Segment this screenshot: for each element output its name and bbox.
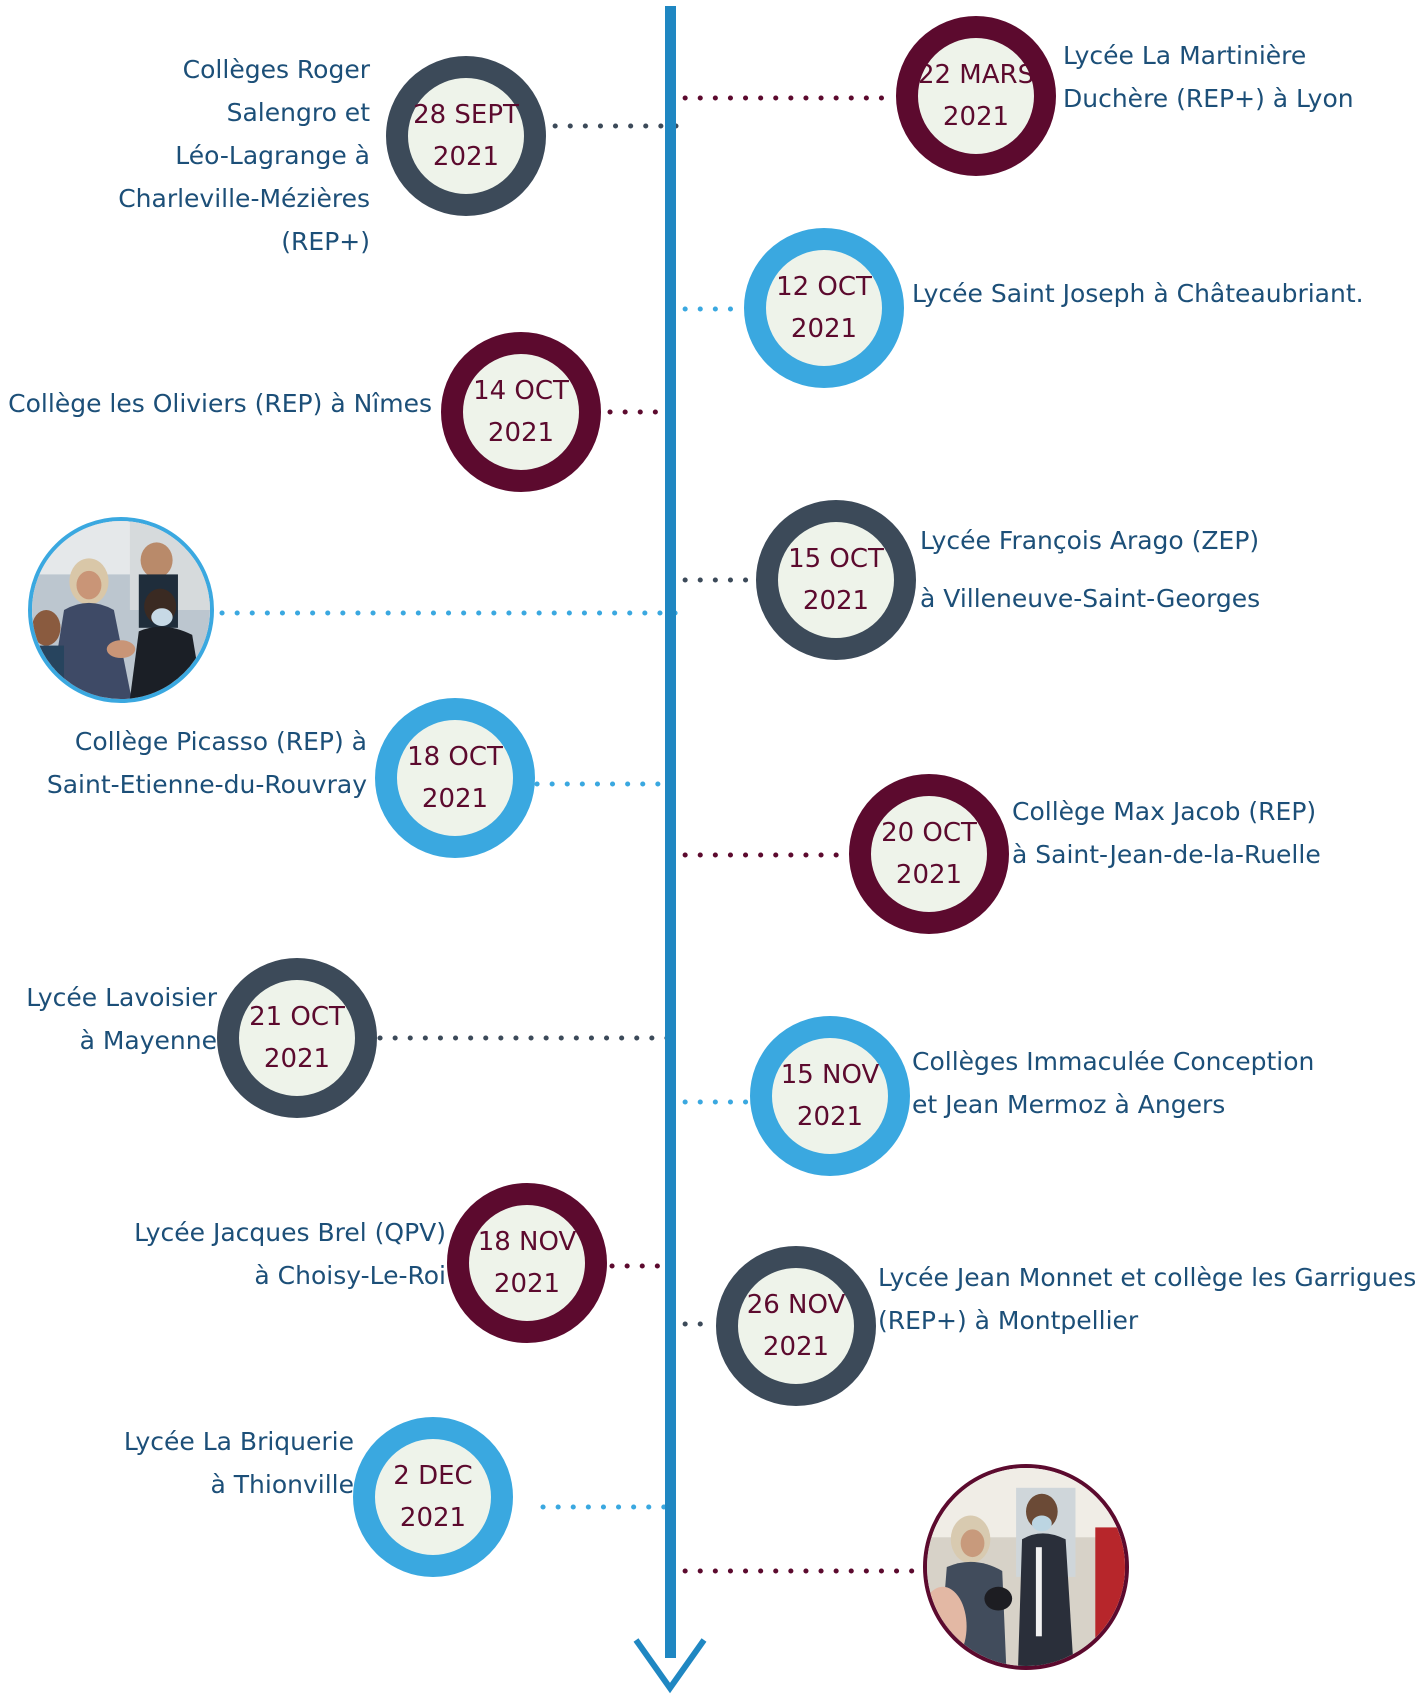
event-label-line: Collèges Roger [182, 55, 370, 84]
event-date: 18 NOV [477, 1227, 577, 1257]
event-label-line: Collèges Immaculée Conception [912, 1047, 1315, 1076]
event-label-line: Duchère (REP+) à Lyon [1063, 84, 1354, 113]
event-label-line: Collège Max Jacob (REP) [1012, 797, 1317, 826]
date-circle-ruelle: 20 OCT 2021 [849, 774, 1009, 934]
event-label-rouvray: Collège Picasso (REP) à Saint-Etienne-du-… [47, 720, 367, 806]
event-year: 2021 [790, 314, 858, 344]
event-date: 20 OCT [881, 818, 977, 848]
event-label-chateaubriant: Lycée Saint Joseph à Châteaubriant. [912, 272, 1364, 315]
event-year: 2021 [432, 142, 500, 172]
event-label-choisy: Lycée Jacques Brel (QPV) à Choisy-Le-Roi [134, 1211, 446, 1297]
event-year: 2021 [421, 784, 489, 814]
event-photo [28, 517, 214, 703]
timeline-axis [665, 6, 676, 1658]
date-circle-chateaubriant: 12 OCT 2021 [744, 228, 904, 388]
event-year: 2021 [399, 1503, 467, 1533]
event-date: 28 SEPT [413, 100, 519, 130]
timeline-arrow-head [633, 1638, 707, 1694]
event-year: 2021 [796, 1102, 864, 1132]
event-label-line: (REP+) [281, 227, 370, 256]
date-circle-montpellier: 26 NOV 2021 [716, 1246, 876, 1406]
event-label-angers: Collèges Immaculée Conception et Jean Mer… [912, 1040, 1314, 1126]
event-label-line: Lycée La Martinière [1063, 41, 1307, 70]
event-label-mayenne: Lycée Lavoisier à Mayenne [26, 976, 217, 1062]
connector-lines [219, 95, 923, 1574]
event-year: 2021 [762, 1332, 830, 1362]
event-year: 2021 [493, 1269, 561, 1299]
date-circle-choisy: 18 NOV 2021 [447, 1183, 607, 1343]
event-label-ruelle: Collège Max Jacob (REP) à Saint-Jean-de-l… [1012, 790, 1321, 876]
event-label-line: Lycée Lavoisier [26, 983, 217, 1012]
event-label-line: Lycée François Arago (ZEP) [920, 526, 1260, 555]
event-date: 18 OCT [407, 742, 503, 772]
event-year: 2021 [263, 1044, 331, 1074]
event-year: 2021 [487, 418, 555, 448]
event-label-line: Salengro et [226, 98, 370, 127]
event-label-line: Collège les Oliviers (REP) à Nîmes [8, 389, 432, 418]
date-circle-mayenne: 21 OCT 2021 [217, 958, 377, 1118]
date-circle-nimes: 14 OCT 2021 [441, 332, 601, 492]
event-date: 22 MARS [917, 60, 1035, 90]
event-label-line: Lycée Jean Monnet et collège les Garrigu… [878, 1263, 1417, 1292]
event-label-nimes: Collège les Oliviers (REP) à Nîmes [8, 382, 432, 425]
event-label-line: à Villeneuve-Saint-Georges [920, 584, 1261, 613]
event-date: 15 NOV [780, 1060, 880, 1090]
date-circle-charleville: 28 SEPT 2021 [386, 56, 546, 216]
date-circle-angers: 15 NOV 2021 [750, 1016, 910, 1176]
date-circle-thionville: 2 DEC 2021 [353, 1417, 513, 1577]
event-label-line: à Thionville [210, 1470, 354, 1499]
event-year: 2021 [802, 586, 870, 616]
event-date: 15 OCT [788, 544, 884, 574]
event-date: 12 OCT [776, 272, 872, 302]
event-date: 14 OCT [473, 376, 569, 406]
event-label-villeneuve: Lycée François Arago (ZEP) à Villeneuve-S… [920, 512, 1260, 628]
event-label-line: à Mayenne [79, 1026, 217, 1055]
event-date: 2 DEC [393, 1461, 473, 1491]
event-date: 26 NOV [746, 1290, 846, 1320]
event-label-line: Lycée La Briquerie [123, 1427, 354, 1456]
event-label-line: à Choisy-Le-Roi [254, 1261, 446, 1290]
event-label-line: (REP+) à Montpellier [878, 1306, 1139, 1335]
event-photo [923, 1464, 1129, 1670]
event-year: 2021 [942, 102, 1010, 132]
date-circle-villeneuve: 15 OCT 2021 [756, 500, 916, 660]
event-label-montpellier: Lycée Jean Monnet et collège les Garrigu… [878, 1256, 1416, 1342]
event-label-line: Léo-Lagrange à [175, 141, 370, 170]
event-label-thionville: Lycée La Briquerie à Thionville [124, 1420, 354, 1506]
event-label-line: et Jean Mermoz à Angers [912, 1090, 1226, 1119]
date-circle-lyon: 22 MARS 2021 [896, 16, 1056, 176]
event-label-line: Collège Picasso (REP) à [74, 727, 367, 756]
event-label-line: Charleville-Mézières [118, 184, 370, 213]
event-label-line: Saint-Etienne-du-Rouvray [46, 770, 367, 799]
event-label-line: à Saint-Jean-de-la-Ruelle [1012, 840, 1321, 869]
event-label-line: Lycée Saint Joseph à Châteaubriant. [912, 279, 1364, 308]
date-circle-rouvray: 18 OCT 2021 [375, 698, 535, 858]
event-year: 2021 [895, 860, 963, 890]
event-label-line: Lycée Jacques Brel (QPV) [134, 1218, 446, 1247]
event-date: 21 OCT [249, 1002, 345, 1032]
